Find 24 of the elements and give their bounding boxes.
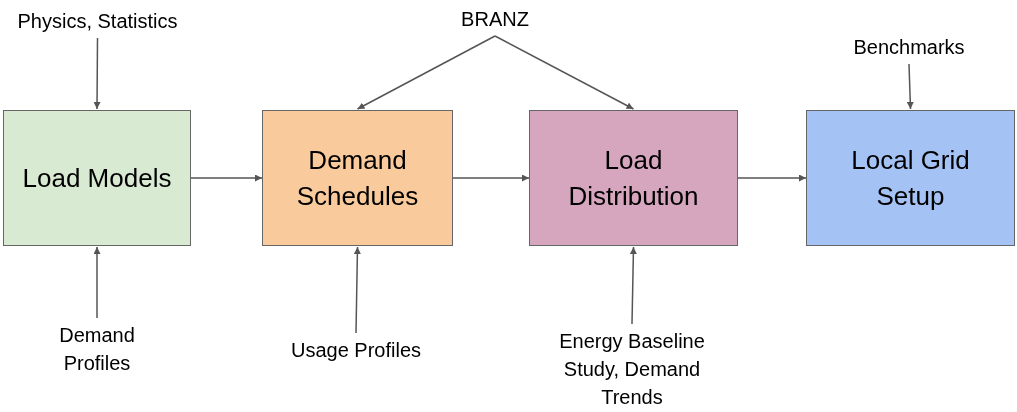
process-box xyxy=(806,110,1015,246)
box-label: Local Grid Setup xyxy=(850,144,971,213)
input-label: Benchmarks xyxy=(839,32,979,62)
process-box xyxy=(3,110,191,246)
arrow xyxy=(93,246,101,319)
arrow xyxy=(494,35,635,110)
arrow xyxy=(737,174,807,182)
arrow xyxy=(452,174,530,182)
arrow xyxy=(906,63,914,110)
box-label: Load Models xyxy=(22,162,172,195)
input-label: Usage Profiles xyxy=(270,335,442,365)
arrow xyxy=(629,246,637,325)
box-label: Demand Schedules xyxy=(295,144,420,213)
arrow xyxy=(190,174,263,182)
arrow xyxy=(353,246,361,334)
input-label: Demand Profiles xyxy=(42,320,152,378)
box-label: Load Distribution xyxy=(567,144,700,213)
input-label: Physics, Statistics xyxy=(0,6,195,36)
process-box xyxy=(262,110,453,246)
input-label: BRANZ xyxy=(455,4,535,34)
arrow xyxy=(93,37,101,110)
process-box xyxy=(529,110,738,246)
input-label: Energy Baseline Study, Demand Trends xyxy=(537,326,727,412)
arrow xyxy=(356,35,496,110)
